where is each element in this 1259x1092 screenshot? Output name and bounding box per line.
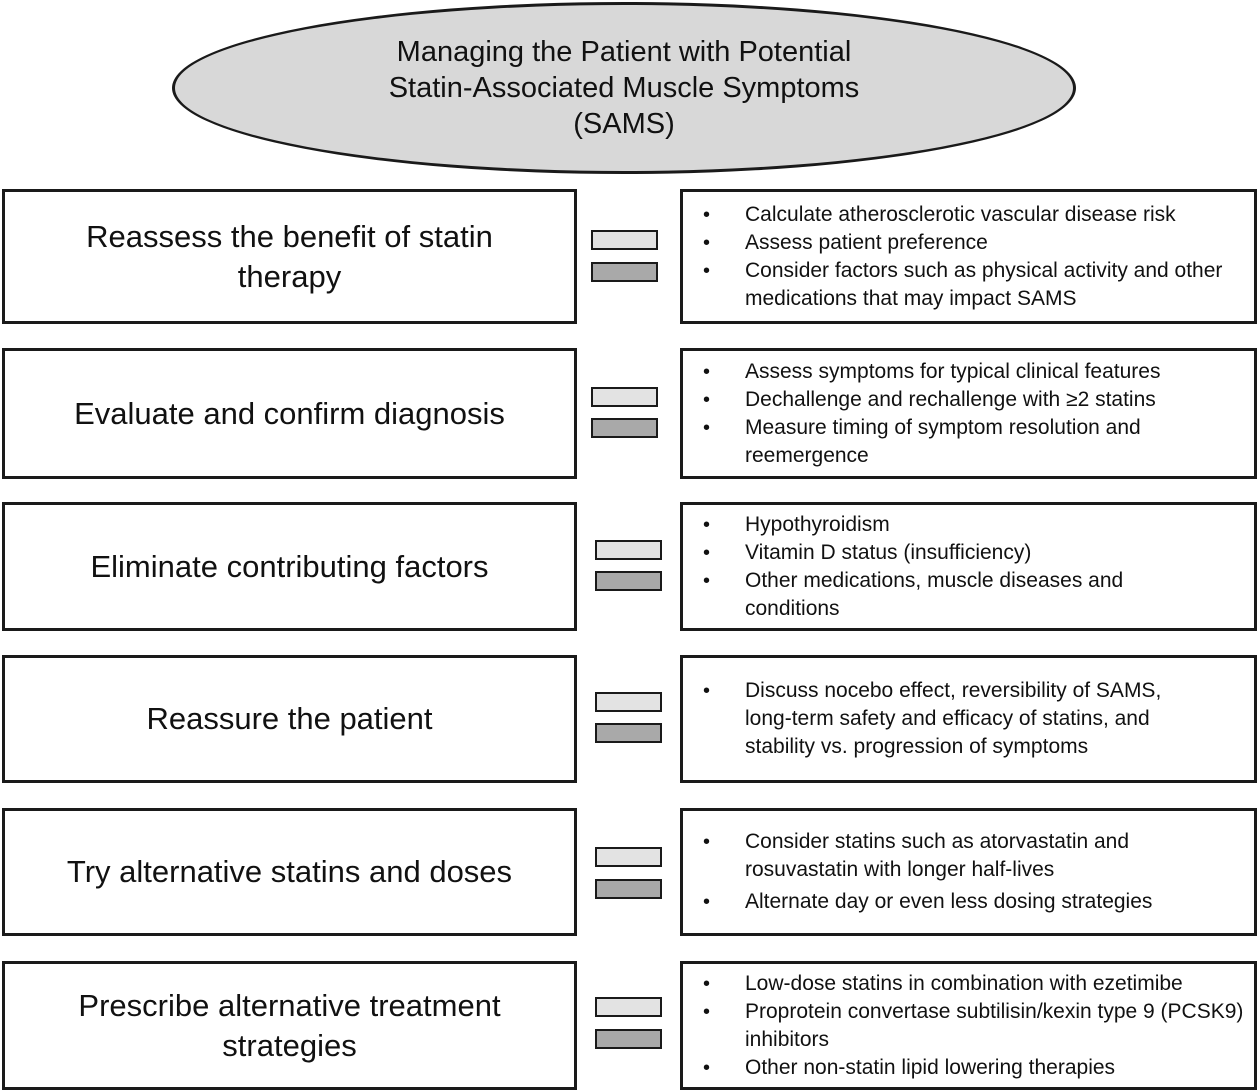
detail-box-eliminate-factors: •Hypothyroidism •Vitamin D status (insuf… <box>680 502 1257 631</box>
detail-list: •Consider statins such as atorvastatin a… <box>683 828 1246 916</box>
title-line-1: Managing the Patient with Potential <box>396 36 852 68</box>
step-box-alternative-treatment: Prescribe alternative treatment strategi… <box>2 961 577 1090</box>
detail-item: •Consider factors such as physical activ… <box>703 258 1223 310</box>
detail-item: •Assess symptoms for typical clinical fe… <box>683 358 1246 386</box>
bullet-icon: • <box>703 1000 711 1023</box>
bullet-icon: • <box>703 259 711 282</box>
equals-bar-bottom <box>591 418 658 438</box>
detail-box-reassess-benefit: •Calculate atherosclerotic vascular dise… <box>680 189 1257 324</box>
title-ellipse: Managing the Patient with Potential Stat… <box>172 2 1076 174</box>
bullet-icon: • <box>703 513 711 536</box>
step-box-alternative-statins: Try alternative statins and doses <box>2 808 577 936</box>
bullet-icon: • <box>703 203 711 226</box>
step-label: Reassure the patient <box>146 701 433 736</box>
bullet-icon: • <box>703 569 711 592</box>
bullet-icon: • <box>703 1056 711 1079</box>
equals-bar-bottom <box>595 571 662 591</box>
step-label: Try alternative statins and doses <box>66 854 513 889</box>
equals-bar-bottom <box>595 723 662 743</box>
step-box-reassure-patient: Reassure the patient <box>2 655 577 783</box>
bullet-icon: • <box>703 541 711 564</box>
detail-item: •Dechallenge and rechallenge with ≥2 sta… <box>683 386 1246 414</box>
detail-item: •Vitamin D status (insufficiency) <box>683 539 1246 567</box>
bullet-icon: • <box>703 231 711 254</box>
title-line-3: (SAMS) <box>573 108 675 140</box>
step-label: Reassess the benefit of statin therapy <box>86 218 493 294</box>
equals-bar-top <box>595 692 662 712</box>
bullet-icon: • <box>703 831 711 853</box>
equals-bar-top <box>591 387 658 407</box>
detail-box-evaluate-diagnosis: •Assess symptoms for typical clinical fe… <box>680 348 1257 479</box>
detail-item: •Hypothyroidism <box>683 511 1246 539</box>
bullet-icon: • <box>703 680 711 702</box>
detail-list: •Discuss nocebo effect, reversibility of… <box>683 677 1246 761</box>
bullet-icon: • <box>703 972 711 995</box>
detail-list: •Assess symptoms for typical clinical fe… <box>683 358 1246 470</box>
equals-bar-top <box>595 540 662 560</box>
detail-item: •Measure timing of symptom resolution an… <box>703 415 1141 467</box>
detail-item: •Assess patient preference <box>683 229 1246 257</box>
detail-item: •Proprotein convertase subtilisin/kexin … <box>703 999 1244 1051</box>
detail-list: •Low-dose statins in combination with ez… <box>683 970 1246 1082</box>
detail-item: •Alternate day or even less dosing strat… <box>683 888 1246 916</box>
equals-bar-top <box>595 847 662 867</box>
equals-bar-top <box>591 230 658 250</box>
step-box-reassess-benefit: Reassess the benefit of statin therapy <box>2 189 577 324</box>
detail-list: •Hypothyroidism •Vitamin D status (insuf… <box>683 511 1246 623</box>
equals-bar-bottom <box>591 262 658 282</box>
equals-bar-bottom <box>595 879 662 899</box>
equals-bar-bottom <box>595 1029 662 1049</box>
bullet-icon: • <box>703 388 711 411</box>
bullet-icon: • <box>703 891 711 913</box>
detail-box-alternative-treatment: •Low-dose statins in combination with ez… <box>680 961 1257 1090</box>
step-box-evaluate-diagnosis: Evaluate and confirm diagnosis <box>2 348 577 479</box>
bullet-icon: • <box>703 360 711 383</box>
detail-item: •Low-dose statins in combination with ez… <box>683 970 1246 998</box>
detail-box-reassure-patient: •Discuss nocebo effect, reversibility of… <box>680 655 1257 783</box>
step-label: Eliminate contributing factors <box>90 548 489 584</box>
step-label: Evaluate and confirm diagnosis <box>74 395 505 431</box>
detail-list: •Calculate atherosclerotic vascular dise… <box>683 201 1246 313</box>
detail-item: •Consider statins such as atorvastatin a… <box>703 830 1130 881</box>
bullet-icon: • <box>703 416 711 439</box>
title-line-2: Statin-Associated Muscle Symptoms <box>388 72 860 104</box>
detail-item: •Other non-statin lipid lowering therapi… <box>683 1054 1246 1082</box>
detail-box-alternative-statins: •Consider statins such as atorvastatin a… <box>680 808 1257 936</box>
step-label: Prescribe alternative treatment strategi… <box>78 987 501 1063</box>
detail-item: •Other medications, muscle diseases and … <box>703 568 1124 620</box>
equals-bar-top <box>595 997 662 1017</box>
detail-item: •Discuss nocebo effect, reversibility of… <box>703 679 1162 758</box>
detail-item: •Calculate atherosclerotic vascular dise… <box>683 201 1246 229</box>
step-box-eliminate-factors: Eliminate contributing factors <box>2 502 577 631</box>
